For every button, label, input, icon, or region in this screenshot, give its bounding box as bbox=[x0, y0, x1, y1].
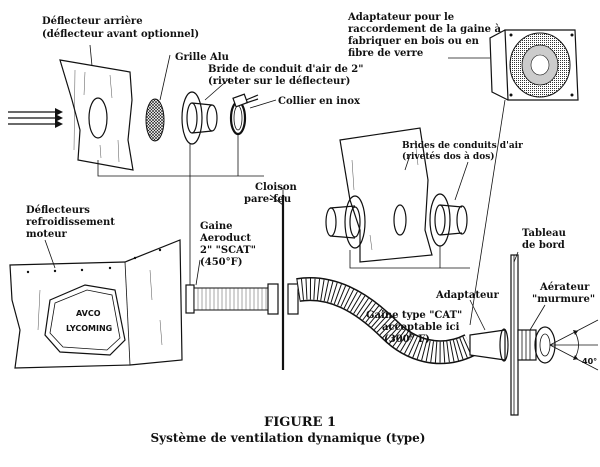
clamp-label: Collier en inox bbox=[278, 96, 361, 107]
rear-baffle-label-2: (déflecteur avant optionnel) bbox=[42, 29, 199, 40]
stainless-clamp bbox=[229, 93, 259, 136]
adapter-big-label-2: raccordement de la gaine à bbox=[348, 24, 502, 35]
vent-label-2: "murmure" bbox=[532, 294, 595, 305]
rear-baffle-label-1: Déflecteur arrière bbox=[42, 16, 143, 27]
angle-label: 40° bbox=[582, 357, 597, 366]
dashboard-label-2: de bord bbox=[522, 240, 565, 251]
airflow-arrows bbox=[8, 108, 63, 128]
flange-label-1: Bride de conduit d'air de 2" bbox=[208, 64, 363, 75]
adapter-big-label-3: fabriquer en bois ou en bbox=[348, 36, 480, 47]
adapter-big-label-4: fibre de verre bbox=[348, 48, 423, 59]
vent-label-1: Aérateur bbox=[539, 282, 590, 293]
duct-flange-2in bbox=[181, 91, 218, 145]
alu-grille bbox=[145, 98, 165, 142]
dashboard-label-1: Tableau bbox=[522, 228, 566, 239]
cat-duct-label-3: (300° F) bbox=[384, 334, 430, 345]
firewall-label-2: pare-feu bbox=[244, 194, 291, 205]
firewall-label-1: Cloison bbox=[255, 182, 298, 193]
figure-subtitle: Système de ventilation dynamique (type) bbox=[150, 431, 425, 445]
flange-label-2: (riveter sur le déflecteur) bbox=[208, 76, 350, 87]
aeroduct-label-4: (450°F) bbox=[200, 257, 242, 268]
logo-lycoming: LYCOMING bbox=[66, 324, 112, 333]
rear-baffle-plate bbox=[59, 59, 134, 171]
wood-fiberglass-adapter bbox=[489, 29, 579, 101]
duct-flange-right bbox=[429, 193, 468, 247]
alu-grille-label: Grille Alu bbox=[175, 52, 229, 63]
leader-lines-top-left bbox=[89, 44, 277, 109]
back-to-back-flange-plate bbox=[339, 127, 433, 263]
duct-flanges-label-2: (rivetés dos à dos) bbox=[402, 151, 495, 162]
adapter-small-label: Adaptateur bbox=[435, 290, 500, 301]
engine-baffles-label-2: refroidissement bbox=[26, 217, 115, 228]
aeroduct-label-1: Gaine bbox=[200, 221, 232, 232]
duct-flanges-label-1: Brides de conduits d'air bbox=[402, 141, 523, 151]
leader-lines-bottom bbox=[44, 194, 546, 340]
explode-lines-left bbox=[97, 134, 264, 290]
explode-lines-middle bbox=[349, 99, 506, 326]
engine-baffles-label-1: Déflecteurs bbox=[26, 205, 90, 216]
cat-duct bbox=[296, 277, 476, 365]
figure-title: FIGURE 1 bbox=[264, 415, 336, 430]
dashboard-adapter bbox=[469, 328, 509, 362]
aeroduct-label-3: 2" "SCAT" bbox=[200, 245, 256, 256]
adapter-big-label-1: Adaptateur pour le bbox=[347, 12, 454, 23]
murmur-vent bbox=[517, 326, 556, 364]
engine-cooling-baffles bbox=[9, 239, 183, 369]
dashboard-panel bbox=[510, 254, 519, 416]
logo-avco: AVCO bbox=[76, 309, 101, 318]
aeroduct-label-2: Aeroduct bbox=[199, 233, 251, 244]
duct-flange-left bbox=[325, 195, 366, 249]
angle-indicator bbox=[549, 319, 599, 371]
cat-duct-label-2: acceptable ici bbox=[382, 322, 460, 333]
engine-baffles-label-3: moteur bbox=[26, 229, 68, 240]
cat-duct-label-1: Gaine type "CAT" bbox=[366, 310, 462, 321]
scat-duct bbox=[185, 283, 299, 315]
